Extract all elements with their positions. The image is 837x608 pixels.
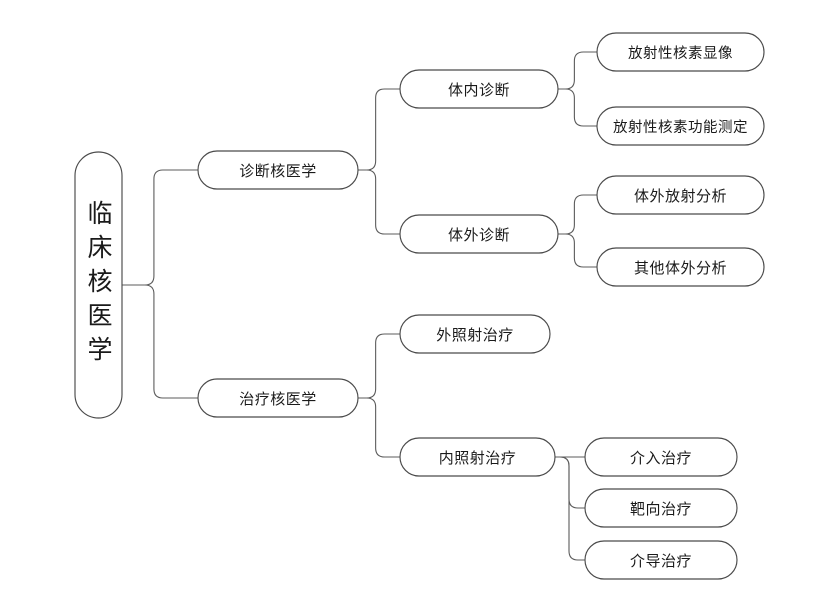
node-radionuclide-imaging[interactable]: [596, 32, 765, 72]
node-root[interactable]: [74, 151, 123, 419]
connector-in-vivo-to-radionuclide-imaging: [557, 51, 598, 90]
connector-in-vitro-to-other-in-vitro: [557, 233, 598, 268]
node-internal-radiation[interactable]: [399, 437, 556, 477]
connector-in-vitro-to-in-vitro-radioassay: [557, 194, 598, 235]
connector-internal-radiation-to-mediated-therapy: [554, 456, 586, 561]
node-in-vitro[interactable]: [399, 214, 559, 254]
connector-in-vivo-to-radionuclide-function: [557, 88, 598, 127]
connector-internal-radiation-to-targeted-therapy: [554, 456, 586, 509]
node-in-vitro-radioassay[interactable]: [596, 175, 765, 215]
node-external-radiation[interactable]: [399, 314, 551, 354]
connector-layer: [121, 51, 598, 561]
connector-diagnostic-to-in-vivo: [357, 88, 401, 171]
node-in-vivo[interactable]: [399, 69, 559, 109]
connector-therapeutic-to-internal-radiation: [357, 397, 401, 458]
node-targeted-therapy[interactable]: [584, 488, 738, 528]
connector-root-to-therapeutic: [121, 284, 199, 399]
connector-diagnostic-to-in-vitro: [357, 169, 401, 235]
node-therapeutic[interactable]: [197, 378, 359, 418]
connector-root-to-diagnostic: [121, 169, 199, 286]
node-diagnostic[interactable]: [197, 150, 359, 190]
node-other-in-vitro[interactable]: [596, 247, 765, 287]
node-radionuclide-function[interactable]: [596, 106, 765, 146]
node-layer: [74, 32, 765, 580]
connector-therapeutic-to-external-radiation: [357, 333, 401, 399]
node-mediated-therapy[interactable]: [584, 540, 738, 580]
node-interventional-therapy[interactable]: [584, 437, 738, 477]
